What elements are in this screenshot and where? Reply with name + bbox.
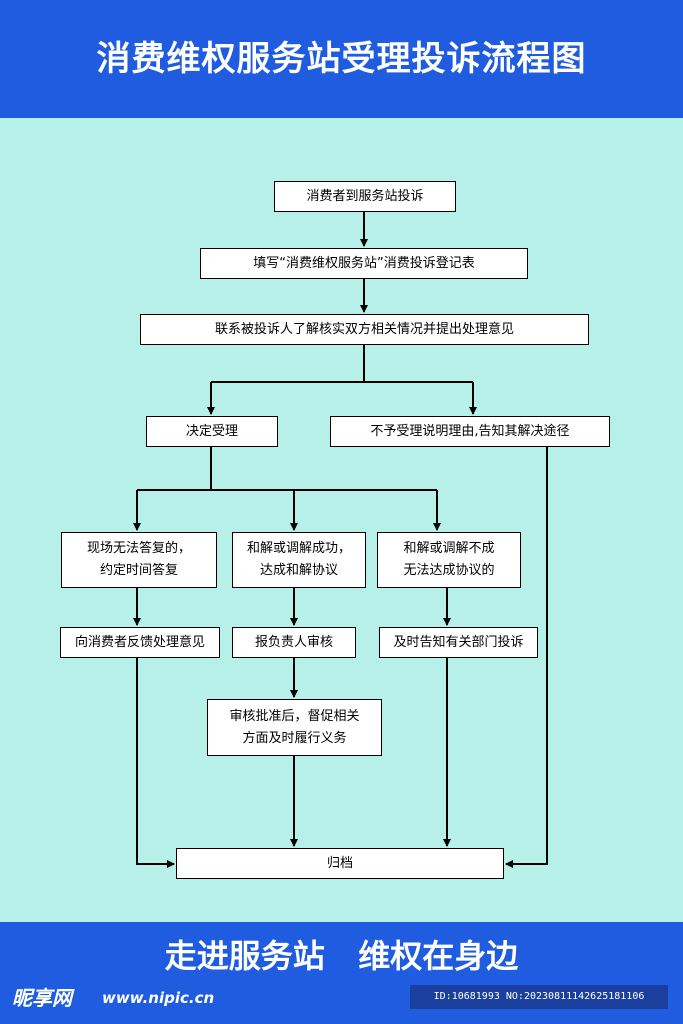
step-reject-box: 不予受理说明理由,告知其解决途径 <box>330 416 610 447</box>
step-contact-label: 联系被投诉人了解核实双方相关情况并提出处理意见 <box>214 321 514 337</box>
step-supervise-label: 审核批准后，督促相关 方面及时履行义务 <box>229 708 360 746</box>
step-review-label: 报负责人审核 <box>254 634 333 650</box>
step-reject-label: 不予受理说明理由,告知其解决途径 <box>370 423 570 439</box>
step-register-label: 填写“消费维权服务站”消费投诉登记表 <box>253 255 475 271</box>
step-complaint-label: 消费者到服务站投诉 <box>306 188 424 204</box>
step-failed-label: 和解或调解不成 无法达成协议的 <box>403 541 495 578</box>
watermark-logo: 昵享网 <box>12 986 72 1010</box>
step-review-box: 报负责人审核 <box>232 627 356 658</box>
arrow-reject-to-archive <box>505 447 548 868</box>
header-bar <box>0 0 683 118</box>
image-id-label: ID:10681993 NO:20230811142625181106 <box>410 985 668 1009</box>
step-no-answer-box: 现场无法答复的， 约定时间答复 <box>61 532 217 588</box>
step-no-answer-label: 现场无法答复的， 约定时间答复 <box>86 541 191 578</box>
step-contact-box: 联系被投诉人了解核实双方相关情况并提出处理意见 <box>140 314 589 345</box>
step-refer-label: 及时告知有关部门投诉 <box>393 634 524 650</box>
arrow-feedback-to-archive <box>136 658 175 868</box>
step-register-box: 填写“消费维权服务站”消费投诉登记表 <box>200 248 528 279</box>
step-complaint-box: 消费者到服务站投诉 <box>274 181 456 212</box>
step-accept-box: 决定受理 <box>146 416 278 447</box>
watermark-url: www.nipic.cn <box>102 989 215 1007</box>
page-title: 消费维权服务站受理投诉流程图 <box>96 39 587 79</box>
step-archive-box: 归档 <box>176 848 504 879</box>
step-feedback-box: 向消费者反馈处理意见 <box>60 627 220 658</box>
step-feedback-label: 向消费者反馈处理意见 <box>74 634 205 650</box>
step-refer-box: 及时告知有关部门投诉 <box>379 627 538 658</box>
step-archive-label: 归档 <box>326 855 353 871</box>
footer-slogan: 走进服务站 维权在身边 <box>164 937 519 975</box>
step-failed-box: 和解或调解不成 无法达成协议的 <box>377 532 521 588</box>
step-accept-label: 决定受理 <box>185 423 238 439</box>
step-settled-label: 和解或调解成功， 达成和解协议 <box>246 541 351 578</box>
step-supervise-box: 审核批准后，督促相关 方面及时履行义务 <box>207 699 382 756</box>
flowchart-connectors <box>133 212 548 868</box>
step-settled-box: 和解或调解成功， 达成和解协议 <box>232 532 366 588</box>
